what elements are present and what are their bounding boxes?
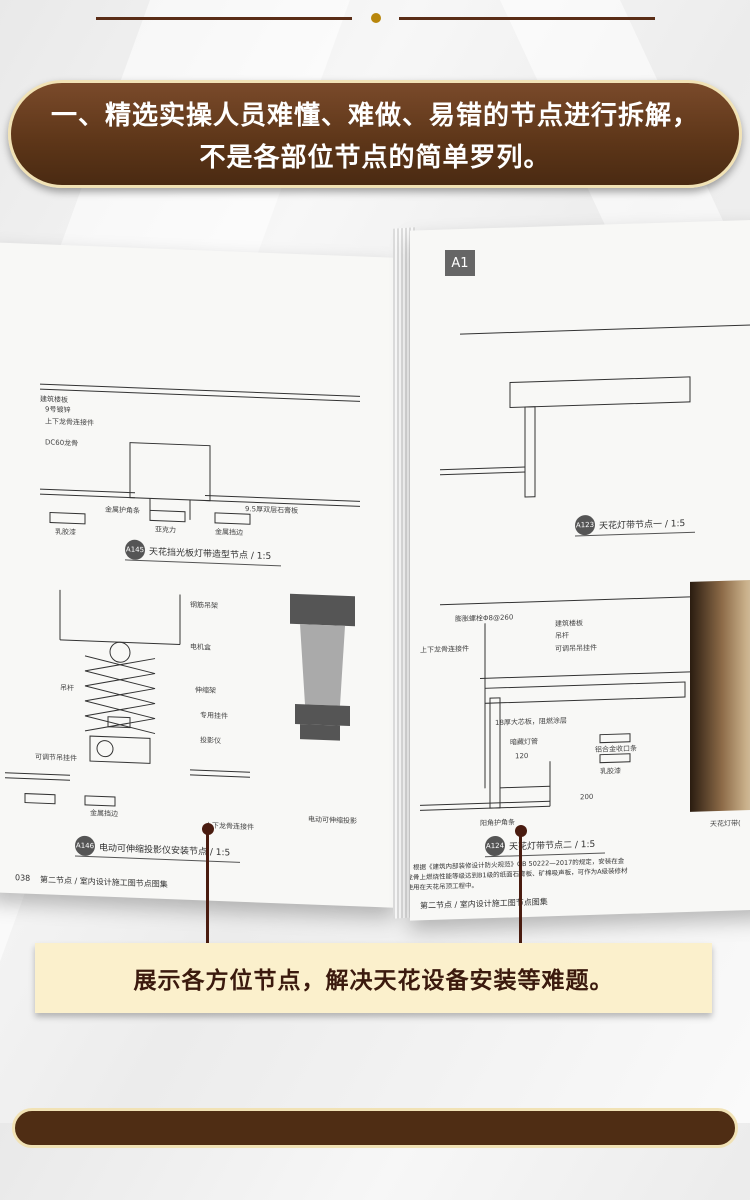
drawing-label: 可调吊吊挂件 — [555, 643, 597, 654]
drawing-label: 亚克力 — [155, 525, 176, 536]
drawing-label: 9.5厚双层石膏板 — [245, 504, 298, 516]
caption-text: 电动可伸缩投影仪安装节点 / 1:5 — [99, 840, 230, 858]
drawing-label: 电机盒 — [190, 642, 211, 653]
divider-dot — [371, 13, 381, 23]
divider-left — [96, 17, 352, 20]
drawing-label: 上下龙骨连接件 — [45, 416, 94, 428]
divider-right — [399, 17, 655, 20]
drawing-label: 金属护角条 — [105, 505, 140, 516]
drawing-label: 乳胶漆 — [55, 527, 76, 538]
drawing-label: 金属挡边 — [90, 808, 118, 819]
node-badge: A146 — [75, 835, 95, 856]
section-tab: A1 — [445, 250, 475, 276]
photo-caption: 天花灯带( — [710, 818, 741, 829]
caption-text: 天花挡光板灯带造型节点 / 1:5 — [149, 544, 271, 562]
corridor-photo — [690, 579, 750, 812]
callout-line-right — [519, 832, 522, 945]
drawing-a145 — [0, 242, 395, 908]
book-right-page: 膨胀螺栓Φ8@260 建筑楼板 吊杆 可调吊吊挂件 上下龙骨连接件 18厚大芯板… — [410, 219, 750, 920]
drawing-label: 乳胶漆 — [600, 766, 621, 777]
drawing-label: 伸缩架 — [195, 685, 216, 696]
drawing-label: 暗藏灯管 — [510, 737, 538, 748]
drawing-a123-a124 — [410, 219, 750, 920]
drawing-label: 膨胀螺栓Φ8@260 — [455, 612, 513, 624]
drawing-label: 投影仪 — [200, 735, 221, 746]
drawing-label: 建筑楼板 — [555, 618, 583, 629]
drawing-label: 吊杆 — [555, 631, 569, 641]
drawing-label: 专用挂件 — [200, 710, 228, 721]
drawing-label: 钢筋吊架 — [190, 600, 218, 611]
book-left-page: 建筑楼板 9号镀锌 上下龙骨连接件 DC60龙骨 乳胶漆 金属护角条 亚克力 金… — [0, 242, 395, 908]
drawing-label: 9号镀锌 — [45, 404, 70, 415]
node-badge: A124 — [485, 836, 505, 857]
photo-caption: 电动可伸缩投影 — [308, 814, 357, 826]
drawing-label: 金属挡边 — [215, 527, 243, 538]
callout-caption: 展示各方位节点，解决天花设备安装等难题。 — [35, 943, 712, 1013]
drawing-label: 铝合金收口条 — [595, 744, 637, 755]
heading-line-1: 一、精选实操人员难懂、难做、易错的节点进行拆解， — [11, 95, 739, 137]
section-heading: 一、精选实操人员难懂、难做、易错的节点进行拆解， 不是各部位节点的简单罗列。 — [8, 80, 742, 188]
drawing-label: 200 — [580, 793, 593, 801]
drawing-label: DC60龙骨 — [45, 437, 78, 448]
caption-text: 天花灯带节点一 / 1:5 — [599, 516, 685, 532]
callout-line-left — [206, 830, 209, 945]
drawing-label: 吊杆 — [60, 683, 74, 694]
drawing-label: 120 — [515, 752, 528, 760]
page-number: 038 — [15, 873, 30, 883]
drawing-label: 上下龙骨连接件 — [420, 644, 469, 656]
heading-line-2: 不是各部位节点的简单罗列。 — [11, 137, 739, 179]
node-badge: A145 — [125, 539, 145, 560]
node-badge: A123 — [575, 515, 595, 536]
next-section-heading — [12, 1108, 738, 1148]
drawing-label: 阳角护角条 — [480, 817, 515, 828]
drawing-label: 可调节吊挂件 — [35, 752, 77, 764]
